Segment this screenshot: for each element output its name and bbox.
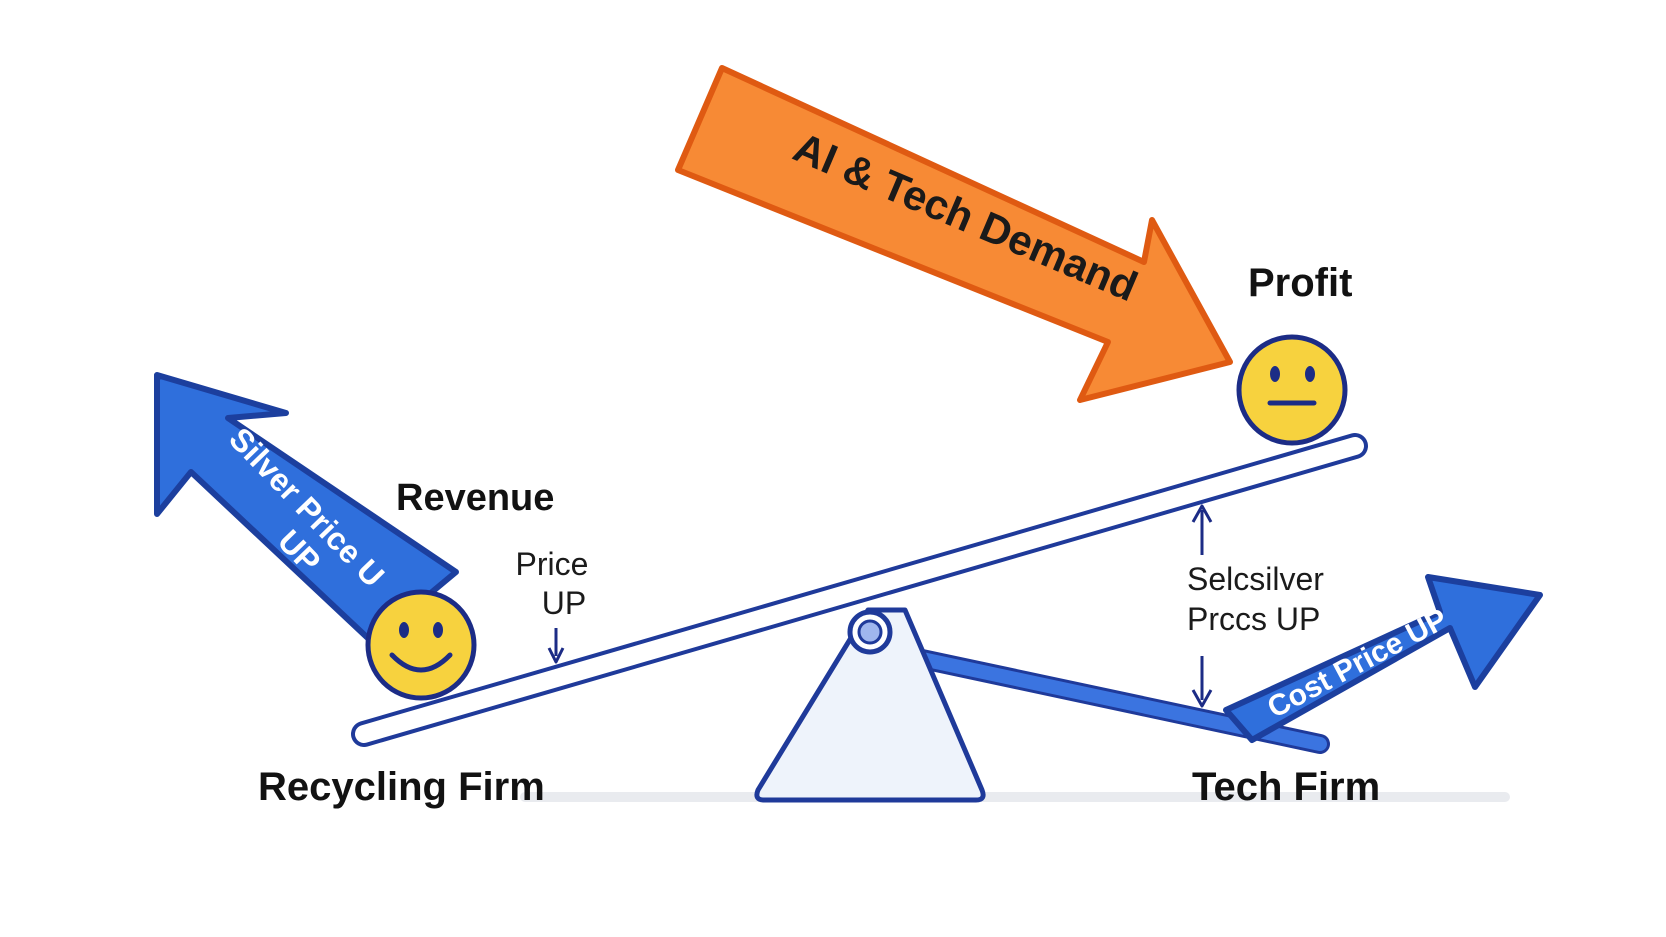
pivot-dot [857, 619, 883, 645]
neutral-face-icon [1236, 334, 1348, 446]
demand-arrow: AI & Tech Demand [675, 65, 1233, 403]
main-beam [355, 437, 1364, 743]
tech-firm-label: Tech Firm [1192, 765, 1380, 809]
fulcrum-triangle [754, 607, 986, 803]
double-headed-arrow-icon [1191, 504, 1213, 708]
revenue-label: Revenue [396, 477, 554, 519]
recycling-firm-label: Recycling Firm [258, 765, 545, 809]
price-up-down-arrow-icon [547, 628, 565, 664]
happy-face-icon [365, 589, 477, 701]
price-up-label-line2: UP [542, 585, 586, 621]
price-up-label-line1: Price [516, 546, 589, 582]
selsilver-label-line1: Selcsilver [1187, 561, 1324, 597]
selsilver-label-line2: Prccs UP [1187, 601, 1320, 637]
profit-label: Profit [1248, 261, 1352, 305]
